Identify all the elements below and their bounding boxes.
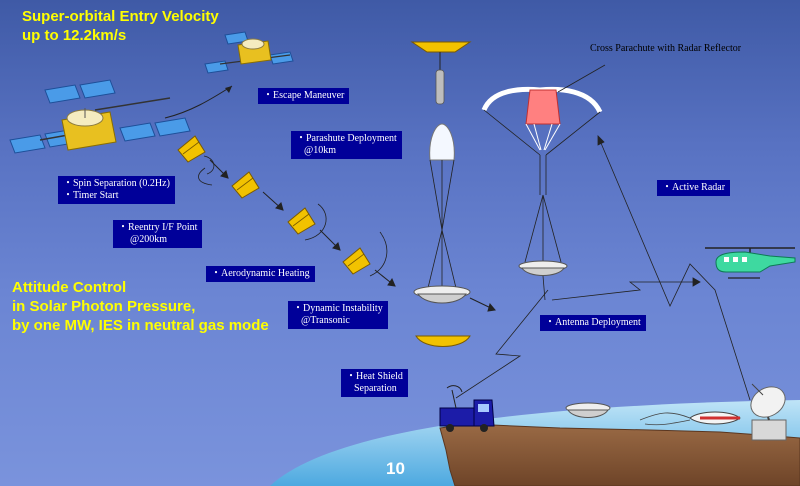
entry-velocity-value: up to 12.2km/s [22,27,127,44]
label-dynamic-instability-line2: @Transonic [301,315,350,326]
label-dynamic-instability-line1: ・Dynamic Instability [293,303,383,314]
label-parachute-deployment-line1: ・Parashute Deployment [296,133,397,144]
landed-capsule-icon [565,402,611,418]
label-aerodynamic-heating-text: ・Aerodynamic Heating [211,268,310,279]
cross-parachute-icon [481,64,606,301]
label-spin-separation-line2: ・Timer Start [63,190,119,201]
spacecraft-large-icon [9,79,191,154]
label-spin-separation-line1: ・Spin Separation (0.2Hz) [63,178,170,189]
attitude-control-line2: in Solar Photon Pressure, [12,298,196,315]
label-cross-parachute: Cross Parachute with Radar Reflector [590,43,742,54]
label-parachute-deployment-line2: @10km [304,145,336,156]
label-active-radar: ・Active Radar [657,180,731,196]
entry-velocity-title: Super-orbital Entry Velocity [22,8,219,25]
label-heat-shield-line2: Separation [354,383,397,394]
main-parachute-icon [427,123,457,289]
label-antenna-deployment: ・Antenna Deployment [540,315,646,331]
drogue-parachute-icon [410,41,472,105]
helicopter-icon [705,247,796,279]
spacecraft-small-icon [204,31,294,74]
radar-signal-lines [455,135,751,401]
descending-capsule-icon [413,285,471,304]
label-heat-shield-line1: ・Heat Shield [346,371,403,382]
capsule-aero-heating-icon [342,231,388,277]
label-active-radar-text: ・Active Radar [662,182,726,193]
heat-shield-icon [415,335,471,347]
ground-radar-antenna-icon [750,383,787,441]
capsule-icon-2 [198,167,260,199]
label-parachute-deployment: ・Parashute Deployment @10km [291,131,402,159]
grounded-parachute-icon [639,411,741,426]
label-dynamic-instability: ・Dynamic Instability @Transonic [288,301,388,329]
label-spin-separation: ・Spin Separation (0.2Hz) ・Timer Start [58,176,175,204]
label-escape-maneuver-text: ・Escape Maneuver [263,90,345,101]
label-heat-shield-separation: ・Heat Shield Separation [341,369,408,397]
label-reentry-point-line1: ・Reentry I/F Point [118,222,198,233]
recovery-truck-icon [439,385,495,432]
label-reentry-point-line2: @200km [130,234,167,245]
capsule-reentry-icon [287,203,327,241]
attitude-control-line3: by one MW, IES in neutral gas mode [12,317,269,334]
attitude-control-title: Attitude Control [12,279,127,296]
label-escape-maneuver: ・Escape Maneuver [258,88,350,104]
label-antenna-deployment-text: ・Antenna Deployment [545,317,641,328]
label-reentry-point: ・Reentry I/F Point @200km [113,220,203,248]
escape-trajectory-arrow [164,85,233,119]
capsule-spin-separation-icon [177,135,215,175]
label-aerodynamic-heating: ・Aerodynamic Heating [206,266,315,282]
page-number: 10 [386,459,405,478]
ground-landmass [439,423,800,486]
